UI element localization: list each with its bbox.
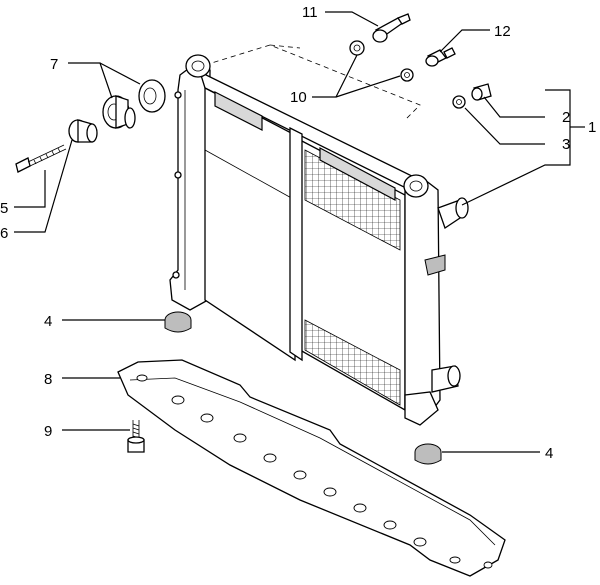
leader-lines [14, 11, 585, 453]
callout-5: 5 [0, 200, 8, 217]
callout-12: 12 [494, 23, 511, 40]
part-12-fitting [425, 47, 456, 67]
callout-3: 3 [562, 136, 570, 153]
part-4-mount-upper [164, 311, 192, 333]
part-5-bolt [15, 144, 67, 173]
part-8-support-plate [117, 359, 506, 577]
dashed-guide-lines [204, 44, 421, 121]
callout-4-lower: 4 [545, 445, 553, 462]
callout-11: 11 [302, 4, 318, 21]
callout-1: 1 [588, 119, 596, 136]
part-2-drain-plug [471, 83, 492, 101]
callout-8: 8 [44, 371, 52, 388]
part-11-bleed-screw [372, 13, 411, 43]
callout-9: 9 [44, 423, 52, 440]
part-10-washers [349, 40, 414, 82]
radiator-assembly [169, 54, 469, 426]
part-6-spacer [68, 119, 98, 143]
part-7-bushings [102, 79, 166, 129]
part-3-washer [452, 95, 466, 109]
callout-6: 6 [0, 225, 8, 242]
callout-7: 7 [50, 56, 58, 73]
callout-4-upper: 4 [44, 313, 52, 330]
part-4-mount-lower [414, 443, 442, 465]
part-9-screw [127, 420, 145, 453]
callout-10: 10 [290, 89, 307, 106]
callout-2: 2 [562, 109, 570, 126]
callout-labels: 1 2 3 4 4 5 6 7 8 9 10 11 12 [0, 4, 596, 462]
